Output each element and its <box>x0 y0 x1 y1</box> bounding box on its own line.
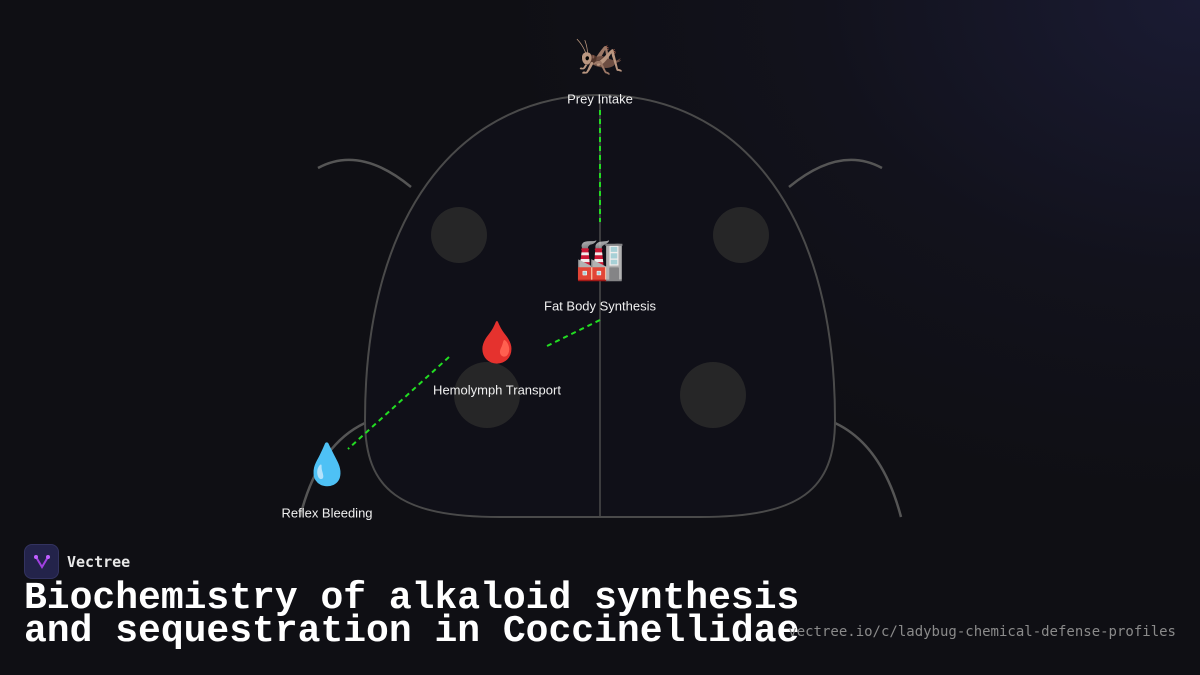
connector-hemolymph-to-reflex <box>347 356 450 450</box>
page-title: Biochemistry of alkaloid synthesis and s… <box>24 577 800 653</box>
cricket-icon: 🦗 <box>575 33 625 77</box>
title-line-2: and sequestration in Coccinellidae <box>24 610 800 653</box>
right-leg <box>834 421 903 518</box>
connector-fatbody-to-hemolymph <box>544 319 601 348</box>
title-line-1: Biochemistry of alkaloid synthesis <box>24 577 800 620</box>
factory-icon: 🏭 <box>575 238 625 282</box>
right-antenna <box>788 158 883 188</box>
spot <box>680 362 746 428</box>
node-label-hemolymph-transport: Hemolymph Transport <box>433 382 561 398</box>
left-leg <box>298 421 366 518</box>
source-url: vectree.io/c/ladybug-chemical-defense-pr… <box>788 624 1176 640</box>
blood-drop-icon: 🩸 <box>472 321 522 365</box>
left-antenna <box>317 158 412 188</box>
node-label-prey-intake: Prey Intake <box>567 91 633 107</box>
droplet-icon: 💧 <box>302 443 352 487</box>
brand-name: Vectree <box>67 552 131 571</box>
spot <box>713 207 769 263</box>
spot <box>454 362 520 428</box>
node-label-fat-body-synthesis: Fat Body Synthesis <box>544 298 656 314</box>
spot <box>431 207 487 263</box>
brand: Vectree <box>24 544 130 579</box>
vectree-logo-icon <box>24 544 59 579</box>
node-label-reflex-bleeding: Reflex Bleeding <box>281 505 373 521</box>
